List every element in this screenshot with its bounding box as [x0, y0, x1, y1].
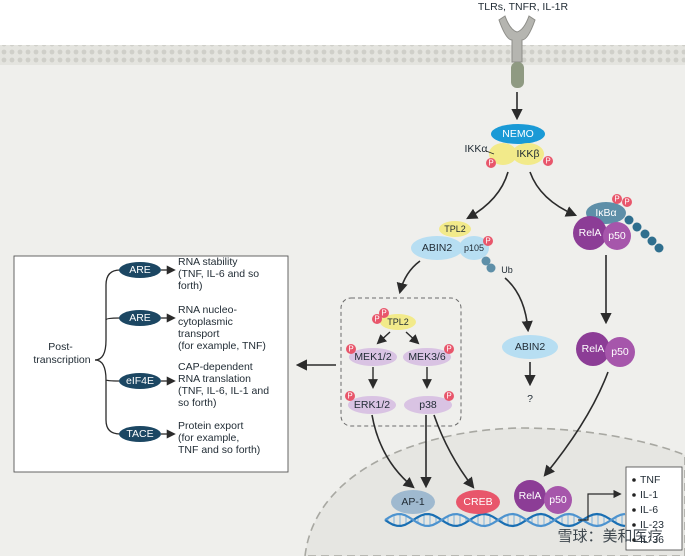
cell-membrane [0, 45, 685, 65]
ikka-node [489, 143, 517, 165]
arrow-erk-ap1 [371, 414, 415, 489]
watermark: 雪球：美和医疗 [557, 528, 662, 545]
nemo-label: NEMO [502, 128, 534, 140]
receptor-label: TLRs, TNFR, IL-1R [478, 1, 569, 13]
svg-text:P: P [446, 392, 451, 401]
svg-text:ERK1/2: ERK1/2 [354, 399, 390, 411]
svg-text:TPL2: TPL2 [444, 224, 466, 234]
mechanism-badge [119, 262, 161, 278]
mapk-box [340, 297, 462, 427]
svg-text:MEK1/2: MEK1/2 [354, 351, 392, 363]
gene-bullet [632, 478, 636, 482]
mechanism-badge-label: TACE [126, 428, 153, 440]
arrow-ikk-nfkb [529, 171, 578, 217]
mechanism-badge [119, 310, 161, 326]
svg-text:P: P [446, 345, 451, 354]
svg-text:TPL2: TPL2 [387, 317, 409, 327]
target-gene: TNF [640, 474, 660, 486]
nfkb-ikba-complex: IκBα P P RelA p50 [573, 194, 664, 253]
free-abin2: ABIN2 [502, 335, 558, 359]
post-transcription-item: TACE Protein export(for example,TNF and s… [119, 420, 260, 456]
svg-text:RelA: RelA [519, 490, 542, 502]
svg-text:p50: p50 [549, 494, 567, 506]
target-gene: IL-23 [640, 519, 664, 531]
svg-text:AP-1: AP-1 [401, 496, 425, 508]
svg-text:P: P [624, 198, 629, 207]
svg-text:CREB: CREB [463, 496, 492, 508]
free-nfkb: RelA p50 [576, 332, 635, 367]
nemo-node [491, 124, 545, 144]
svg-text:P: P [485, 237, 490, 246]
svg-text:ABIN2: ABIN2 [422, 242, 453, 254]
ikka-label: IKKα [465, 143, 488, 155]
svg-text:P: P [545, 157, 550, 166]
mechanism-badge-label: eIF4E [126, 375, 154, 387]
ikkb-label: IKKβ [517, 148, 540, 160]
post-transcription-title: Post- transcription [33, 341, 90, 366]
gene-bullet [632, 493, 636, 497]
svg-text:p38: p38 [419, 399, 437, 411]
target-gene: IL-36 [640, 534, 664, 546]
svg-text:P: P [488, 159, 493, 168]
target-gene: IL-1 [640, 489, 658, 501]
svg-text:P: P [374, 315, 379, 324]
svg-text:Ub: Ub [501, 265, 513, 275]
unknown-fate: ? [527, 393, 533, 405]
svg-text:MEK3/6: MEK3/6 [408, 351, 446, 363]
transcription-arrow [578, 489, 622, 521]
svg-text:P: P [347, 392, 352, 401]
svg-text:ABIN2: ABIN2 [515, 341, 546, 353]
svg-text:P: P [614, 195, 619, 204]
gene-bullet [632, 538, 636, 542]
receptor [498, 15, 536, 88]
tpl2-abin2-p105-complex: TPL2 ABIN2 p105 P Ub [411, 221, 513, 275]
svg-text:RelA: RelA [582, 343, 605, 355]
svg-text:P: P [381, 309, 386, 318]
svg-text:P: P [348, 345, 353, 354]
svg-text:RelA: RelA [579, 227, 602, 239]
svg-text:IκBα: IκBα [595, 207, 616, 219]
mechanism-badge-label: ARE [129, 264, 151, 276]
arrow-p38-creb [433, 414, 475, 489]
svg-text:p105: p105 [464, 243, 484, 253]
mechanism-badge-label: ARE [129, 312, 151, 324]
mechanism-description: Protein export(for example,TNF and so fo… [178, 420, 260, 456]
arrow-ikk-tpl2 [466, 171, 509, 220]
arrow-to-free-abin2 [504, 277, 533, 333]
svg-text:p50: p50 [608, 230, 626, 242]
target-gene: IL-6 [640, 504, 658, 516]
mechanism-badge [119, 426, 161, 442]
post-transcription-tree [94, 269, 121, 435]
gene-bullet [632, 508, 636, 512]
dna-helix [384, 512, 626, 528]
ikk-complex: NEMO IKKβ IKKα P P [465, 124, 553, 168]
svg-text:p50: p50 [611, 346, 629, 358]
gene-bullet [632, 523, 636, 527]
mechanism-badge [119, 373, 161, 389]
nuclear-factors: AP-1 CREB RelA p50 [391, 480, 572, 514]
arrow-to-mapk [396, 260, 421, 295]
ikkb-node [512, 143, 544, 165]
arrow-nfkb-nucleus [543, 371, 609, 477]
mapk-cascade: TPL2 P P MEK1/2 P MEK3/6 P ERK1/2 P p38 … [345, 308, 454, 414]
